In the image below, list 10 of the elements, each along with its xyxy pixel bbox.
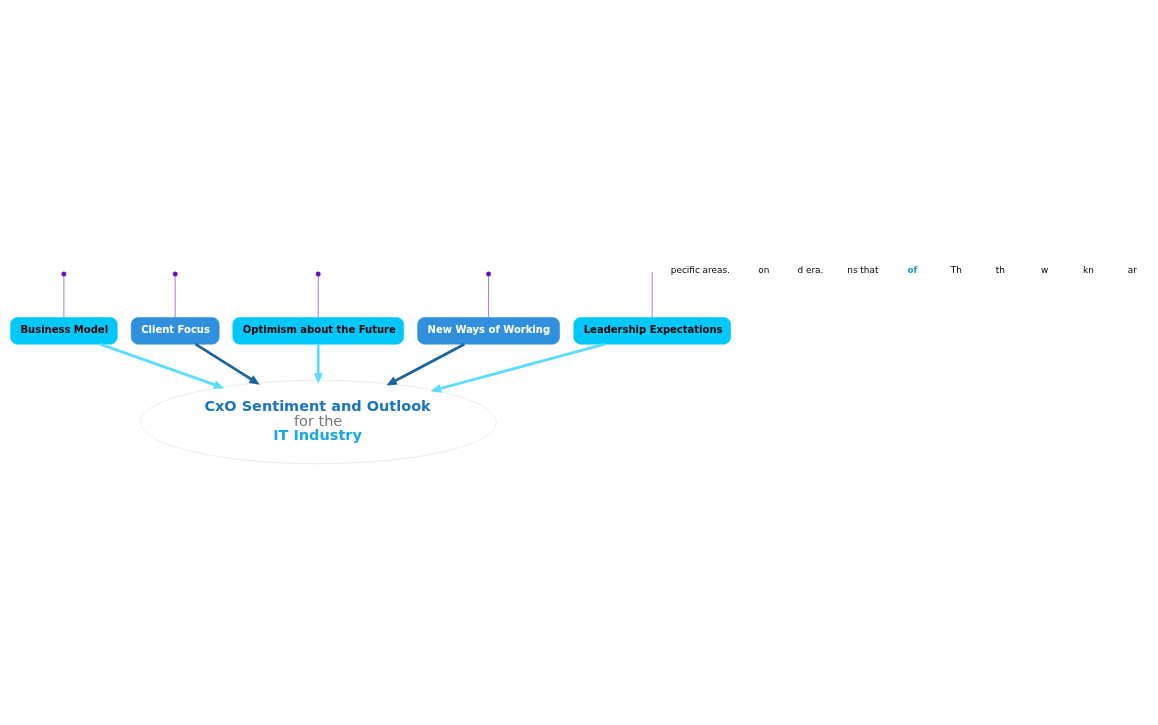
label: kn bbox=[1082, 265, 1094, 276]
label: pecific areas. bbox=[670, 265, 730, 276]
label: d era. bbox=[797, 265, 824, 276]
label: ar bbox=[1127, 265, 1137, 276]
label: Th bbox=[950, 265, 962, 276]
label: th bbox=[995, 265, 1006, 276]
label: w bbox=[1040, 265, 1049, 276]
label: of bbox=[907, 264, 918, 275]
label: ns that bbox=[847, 265, 879, 276]
label: on bbox=[758, 265, 770, 276]
